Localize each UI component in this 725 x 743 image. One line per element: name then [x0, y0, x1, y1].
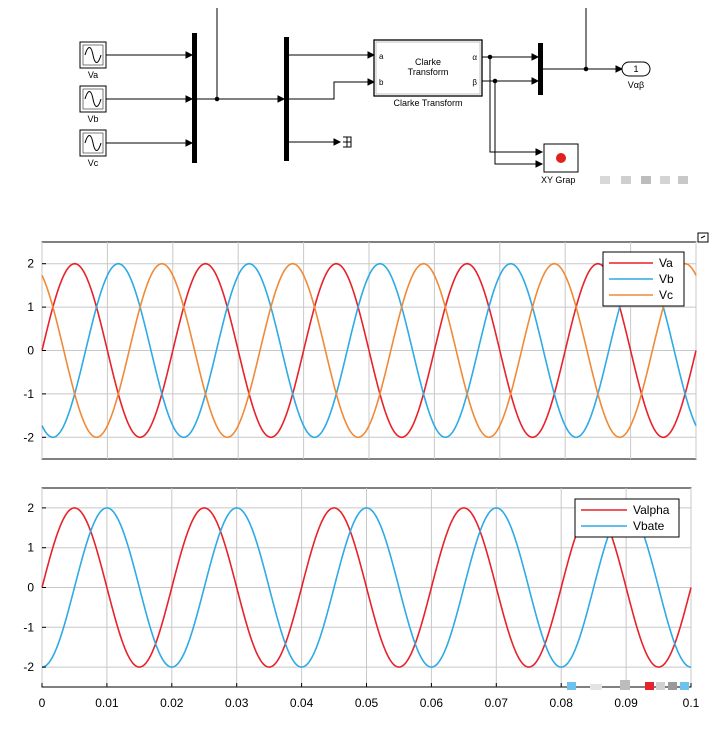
branch-point [583, 66, 589, 72]
y-tick-label: 2 [27, 257, 34, 271]
source-label-va: Va [88, 70, 98, 80]
arrowhead [367, 51, 376, 59]
series-line-va [41, 262, 697, 439]
x-tick-label: 0.05 [355, 696, 379, 710]
y-tick-labels: -2 -1 0 1 2 [23, 501, 46, 674]
diagram-labels: Va Vb Vc Clarke Transform a b α β Clarke… [87, 52, 644, 185]
clarke-caption: Clarke Transform [393, 98, 462, 108]
signal-line [289, 81, 372, 100]
x-tick-label: 0 [39, 696, 46, 710]
y-tick-label: -1 [23, 620, 34, 634]
arrowhead [615, 65, 624, 73]
x-tick-label: 0.09 [614, 696, 638, 710]
source-block-va[interactable] [79, 41, 107, 69]
y-tick-label: 0 [27, 581, 34, 595]
clarke-port-beta: β [472, 78, 477, 87]
x-tick-label: 0.02 [160, 696, 184, 710]
y-tick-label: -2 [23, 430, 34, 444]
arrowhead [333, 138, 342, 146]
series-lines [41, 262, 697, 439]
series-line-vc [41, 262, 697, 439]
signal-line [494, 81, 540, 165]
sine-wave-icon [84, 91, 102, 107]
clarke-title-line1: Clarke [415, 57, 441, 67]
arrowhead [185, 139, 194, 147]
watermark-mosaic [600, 176, 688, 184]
arrowhead [277, 95, 286, 103]
legend-label: Vc [659, 288, 673, 302]
alpha-beta-plot: -2 -1 0 1 2 0 0.01 0.02 0.03 0.04 0.05 0.06 0.07 0.0… [23, 487, 700, 710]
x-tick-label: 0.1 [683, 696, 700, 710]
source-label-vc: Vc [88, 158, 99, 168]
branch-point [492, 78, 498, 84]
signal-line [489, 57, 540, 153]
demux-block[interactable] [284, 37, 289, 161]
branch-point [214, 96, 220, 102]
legend-label: Va [659, 256, 673, 270]
clarke-port-b: b [379, 78, 384, 87]
y-tick-label: 1 [27, 300, 34, 314]
x-tick-label: 0.07 [485, 696, 509, 710]
arrowhead [185, 95, 194, 103]
x-tick-labels: 0 0.01 0.02 0.03 0.04 0.05 0.06 0.07 0.08 0.09 0.1 [39, 683, 700, 710]
outport-label: Vαβ [628, 80, 644, 90]
source-block-vb[interactable] [79, 85, 107, 113]
clarke-port-a: a [379, 52, 384, 61]
branch-point [487, 54, 493, 60]
y-tick-label: -1 [23, 387, 34, 401]
terminator-block[interactable] [343, 136, 352, 148]
simulink-diagram [79, 8, 651, 173]
y-tick-label: -2 [23, 660, 34, 674]
arrowhead [535, 148, 544, 156]
xy-graph-block[interactable] [543, 143, 579, 173]
arrowhead [367, 78, 376, 86]
mux-block[interactable] [538, 43, 543, 95]
legend-label: Vbate [633, 519, 665, 533]
y-tick-label: 0 [27, 344, 34, 358]
x-tick-label: 0.04 [290, 696, 314, 710]
legend-label: Valpha [633, 503, 670, 517]
source-label-vb: Vb [87, 114, 98, 124]
outport-number: 1 [633, 64, 638, 74]
x-tick-label: 0.08 [550, 696, 574, 710]
x-tick-label: 0.01 [95, 696, 119, 710]
x-tick-label: 0.03 [225, 696, 249, 710]
series-line-vbate [41, 507, 692, 668]
mux-block[interactable] [192, 33, 197, 163]
sine-wave-icon [84, 47, 102, 63]
xy-graph-label: XY Grap [541, 175, 575, 185]
series-line-vb [41, 262, 697, 439]
source-block-vc[interactable] [79, 129, 107, 157]
arrowhead [185, 51, 194, 59]
arrowhead [531, 53, 540, 61]
x-tick-label: 0.06 [420, 696, 444, 710]
arrowhead [531, 77, 540, 85]
record-dot-icon [556, 153, 566, 163]
y-tick-label: 1 [27, 541, 34, 555]
legend-label: Vb [659, 272, 674, 286]
legend-box [574, 498, 680, 538]
clarke-title-line2: Transform [408, 67, 449, 77]
y-tick-label: 2 [27, 501, 34, 515]
clarke-port-alpha: α [472, 53, 477, 62]
watermark-mosaic [567, 680, 689, 690]
clarke-transform-block[interactable] [373, 39, 483, 97]
outport-block[interactable] [621, 61, 651, 77]
arrowhead [535, 160, 544, 168]
axes-toolbar-icon[interactable] [697, 232, 709, 243]
y-tick-labels: -2 -1 0 1 2 [23, 257, 46, 444]
sine-wave-icon [84, 135, 102, 151]
